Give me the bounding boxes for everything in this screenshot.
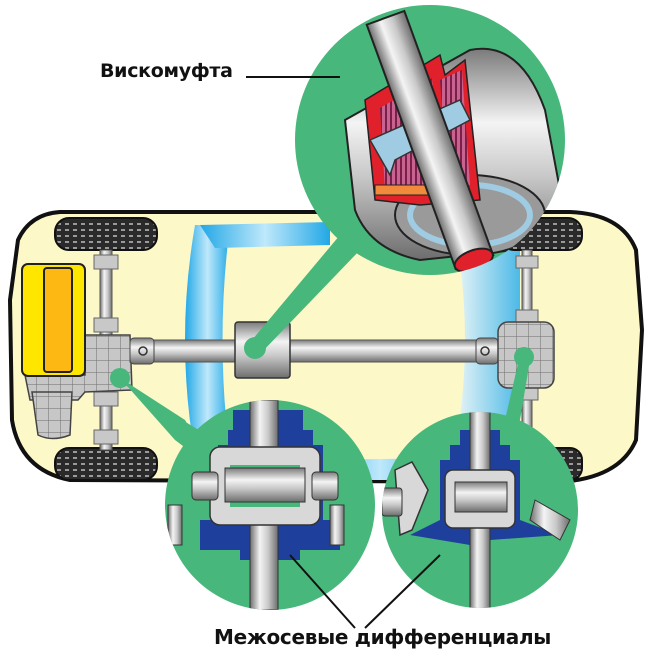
rear-axle (497, 249, 555, 451)
side-window-top (200, 222, 330, 248)
engine (21, 263, 86, 377)
wheel-front-left (54, 217, 158, 251)
wheels (54, 217, 583, 481)
rear-u-joint (475, 337, 499, 365)
differential-callout-2 (382, 412, 578, 608)
center-differentials-label: Межосевые дифференциалы (214, 625, 552, 649)
wheel-front-right (54, 447, 158, 481)
front-axle (24, 249, 133, 451)
front-u-joint (129, 337, 155, 365)
ring-gear (394, 461, 429, 537)
differential-callout-1 (165, 400, 375, 610)
viscous-coupling-callout (246, 5, 565, 275)
viscous-coupling-label: Вискомуфта (100, 60, 233, 82)
differential-leader-lines (289, 554, 441, 629)
